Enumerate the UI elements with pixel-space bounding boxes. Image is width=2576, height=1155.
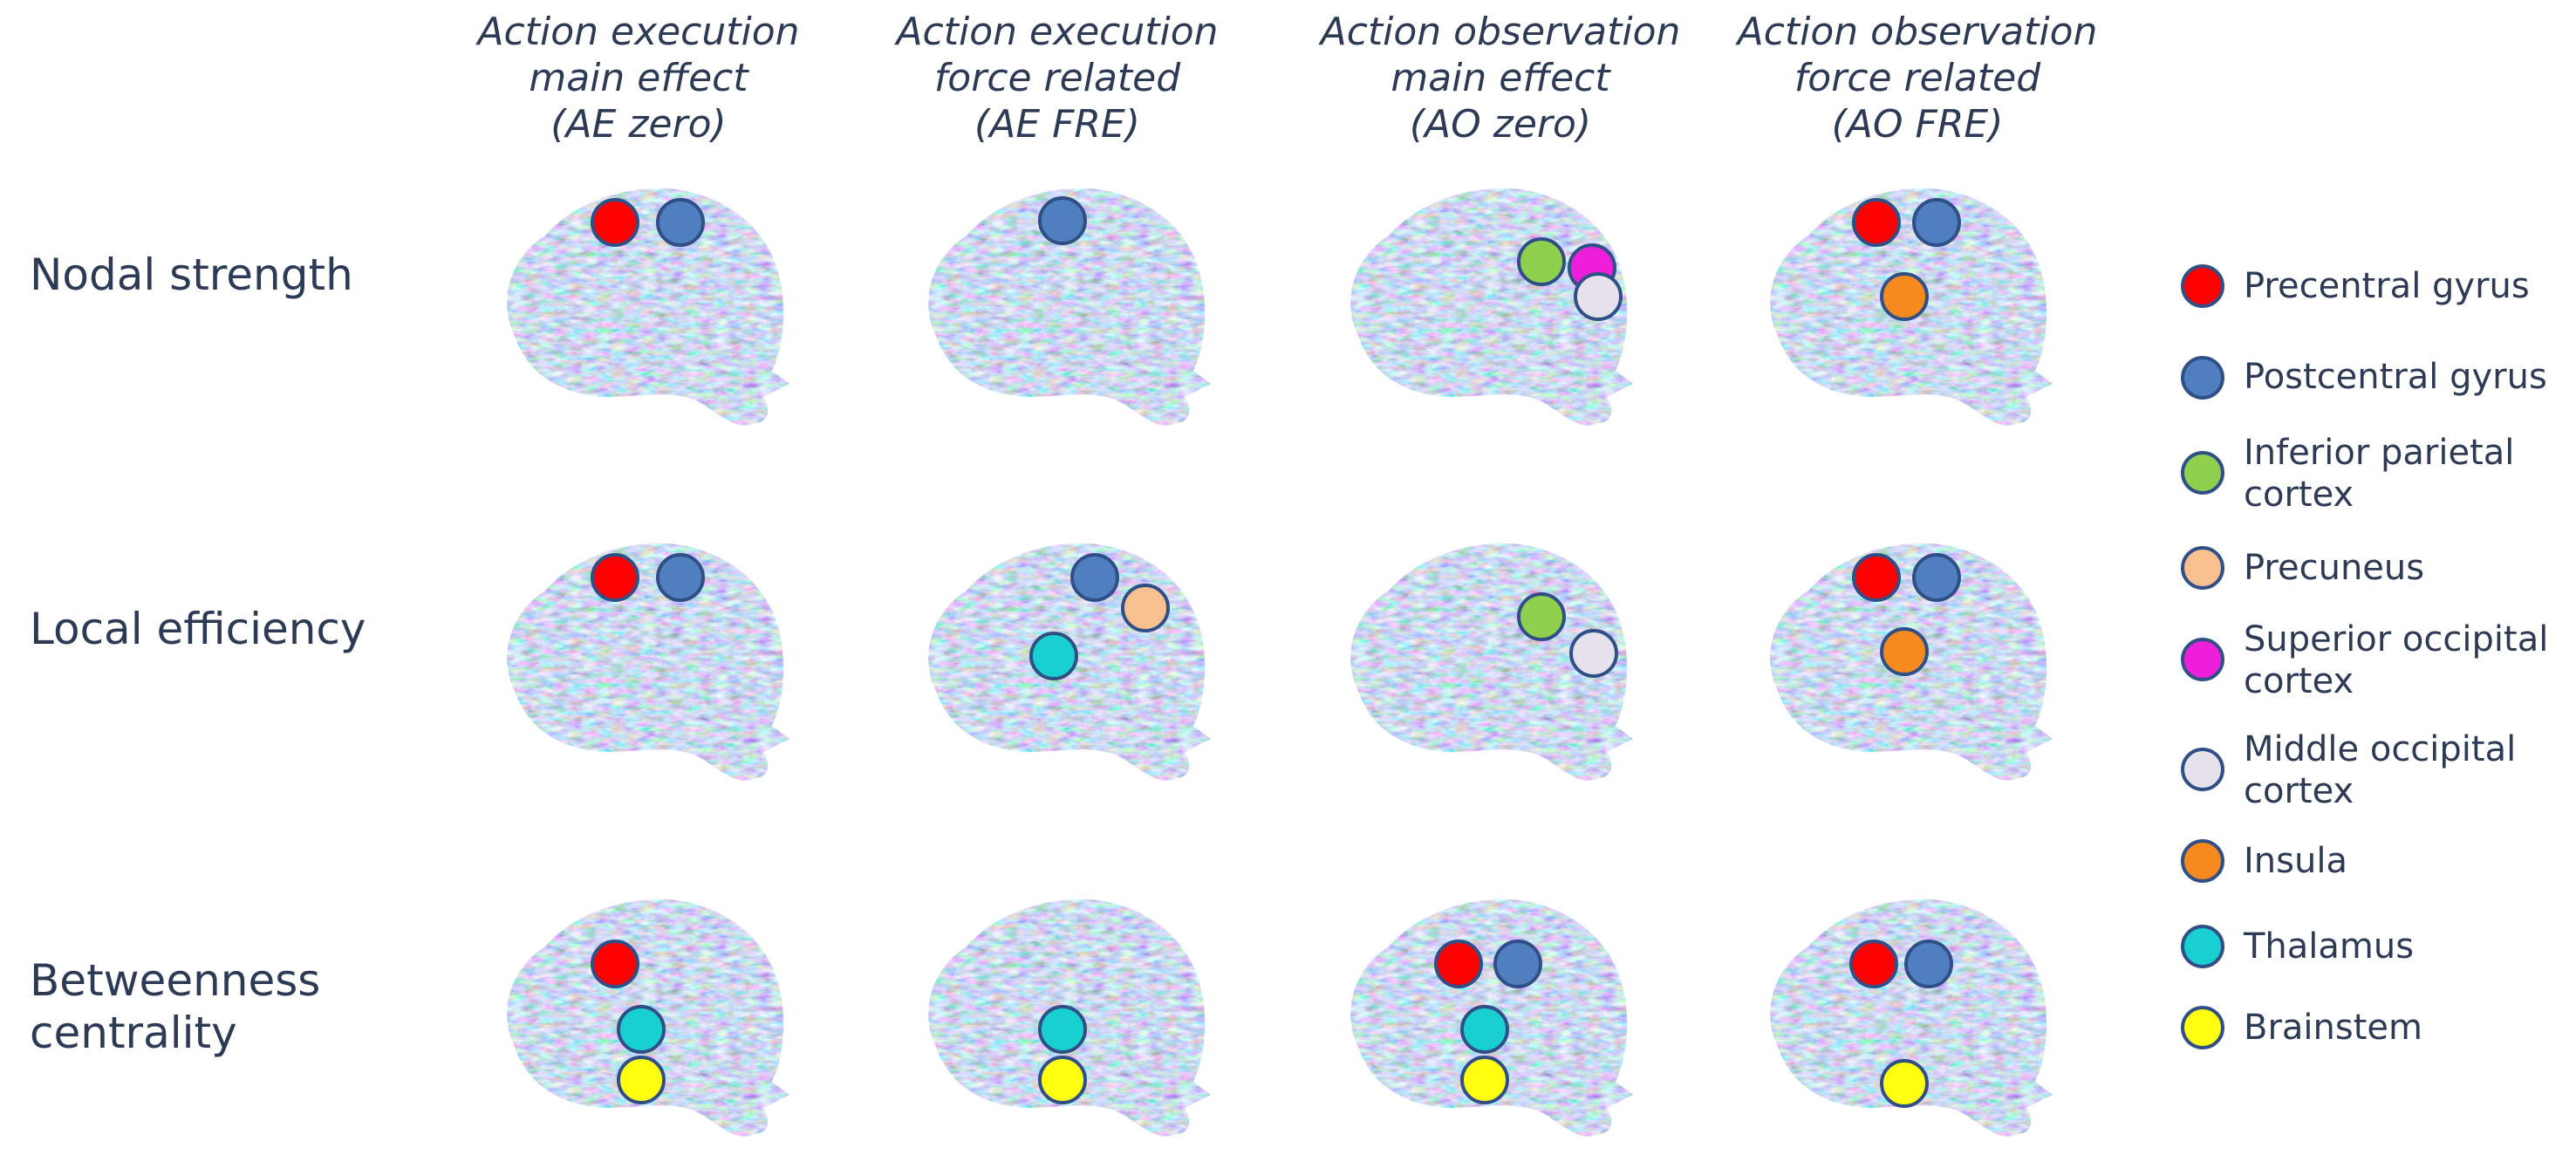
postcentral-swatch [2181,356,2224,400]
legend-label-line: Superior occipital [2244,619,2549,660]
column-title-ao-fre: Action observation force related (AO FRE… [1717,9,2118,147]
legend-label: Superior occipital cortex [2244,619,2548,702]
node-thalamus [617,1005,666,1054]
legend-label-line: cortex [2244,475,2354,515]
node-insula [1880,627,1929,676]
column-title-line: Action observation [1320,10,1681,54]
node-brainstem [1038,1056,1087,1104]
brain-render [507,188,790,426]
legend-label: Brainstem [2244,1007,2422,1049]
node-brainstem [617,1056,666,1104]
node-insula [1880,272,1929,321]
legend-label-line: Middle occipital [2244,729,2517,769]
node-thalamus [1038,1005,1087,1054]
row-label-betweenness-centrality: Betweenness centrality [30,954,320,1059]
node-brainstem [1880,1059,1929,1108]
legend-label: Inferior parietal cortex [2244,432,2514,516]
column-title-line: Action observation [1737,10,2098,54]
legend-label: Insula [2244,840,2347,882]
node-postcentral [1038,196,1087,245]
node-thalamus [1029,632,1078,680]
node-precentral [591,553,639,602]
legend-label: Thalamus [2244,926,2414,967]
legend-label: Precuneus [2244,547,2424,589]
inferior-parietal-swatch [2181,451,2224,495]
column-title-ao-zero: Action observation main effect (AO zero) [1300,9,1701,147]
node-precentral [591,198,639,247]
node-precentral [1852,553,1901,602]
brain-render [1770,899,2053,1137]
column-title-line: main effect [529,56,748,100]
node-inferior-parietal [1517,237,1566,286]
row-label-line: centrality [30,1008,237,1058]
column-title-line: Action execution [896,10,1219,54]
column-title-line: force related [933,56,1181,100]
row-label-nodal-strength: Nodal strength [30,249,353,301]
middle-occipital-swatch [2181,748,2224,791]
legend-label: Precentral gyrus [2244,265,2530,307]
node-postcentral [656,553,705,602]
legend-label: Middle occipital cortex [2244,728,2516,812]
legend-label-line: Inferior parietal [2244,433,2515,473]
node-postcentral [656,198,705,247]
legend-label-line: Precentral gyrus [2244,266,2530,306]
column-title-line: (AO zero) [1409,102,1592,147]
node-middle-occipital [1574,272,1623,321]
node-precentral [1434,940,1483,988]
node-thalamus [1460,1005,1509,1054]
legend-label-line: Thalamus [2244,926,2415,967]
node-postcentral [1070,553,1119,602]
node-postcentral [1912,553,1961,602]
column-title-line: main effect [1390,56,1610,100]
node-precentral [591,940,639,988]
legend-label-line: cortex [2244,661,2354,701]
node-postcentral [1904,940,1953,988]
brain-render [1350,188,1633,426]
legend-label-line: cortex [2244,771,2354,811]
node-inferior-parietal [1517,592,1566,641]
row-label-line: Nodal strength [30,249,353,300]
row-label-line: Local efficiency [30,604,366,654]
column-title-line: (AE zero) [550,102,727,147]
column-title-line: (AO FRE) [1831,102,2004,147]
node-middle-occipital [1569,629,1618,678]
column-title-line: (AE FRE) [974,102,1140,147]
legend-label-line: Postcentral gyrus [2244,357,2547,397]
row-label-line: Betweenness [30,955,321,1006]
column-title-line: Action execution [477,10,800,54]
node-precentral [1849,940,1898,988]
legend-label-line: Insula [2244,841,2347,881]
row-label-local-efficiency: Local efficiency [30,603,366,655]
column-title-ae-zero: Action execution main effect (AE zero) [438,9,839,147]
superior-occipital-swatch [2181,638,2224,681]
brain-render [1350,543,1633,781]
insula-swatch [2181,839,2224,883]
brainstem-swatch [2181,1006,2224,1049]
node-precentral [1852,198,1901,247]
legend-label: Postcentral gyrus [2244,356,2547,398]
node-postcentral [1912,198,1961,247]
node-brainstem [1460,1056,1509,1104]
node-precuneus [1121,584,1170,632]
node-postcentral [1493,940,1542,988]
precuneus-swatch [2181,546,2224,590]
brain-render [507,543,790,781]
thalamus-swatch [2181,925,2224,968]
column-title-ae-fre: Action execution force related (AE FRE) [857,9,1258,147]
legend-label-line: Precuneus [2244,548,2425,588]
legend-label-line: Brainstem [2244,1008,2422,1048]
column-title-line: force related [1794,56,2041,100]
precentral-swatch [2181,264,2224,308]
brain-render [928,188,1211,426]
